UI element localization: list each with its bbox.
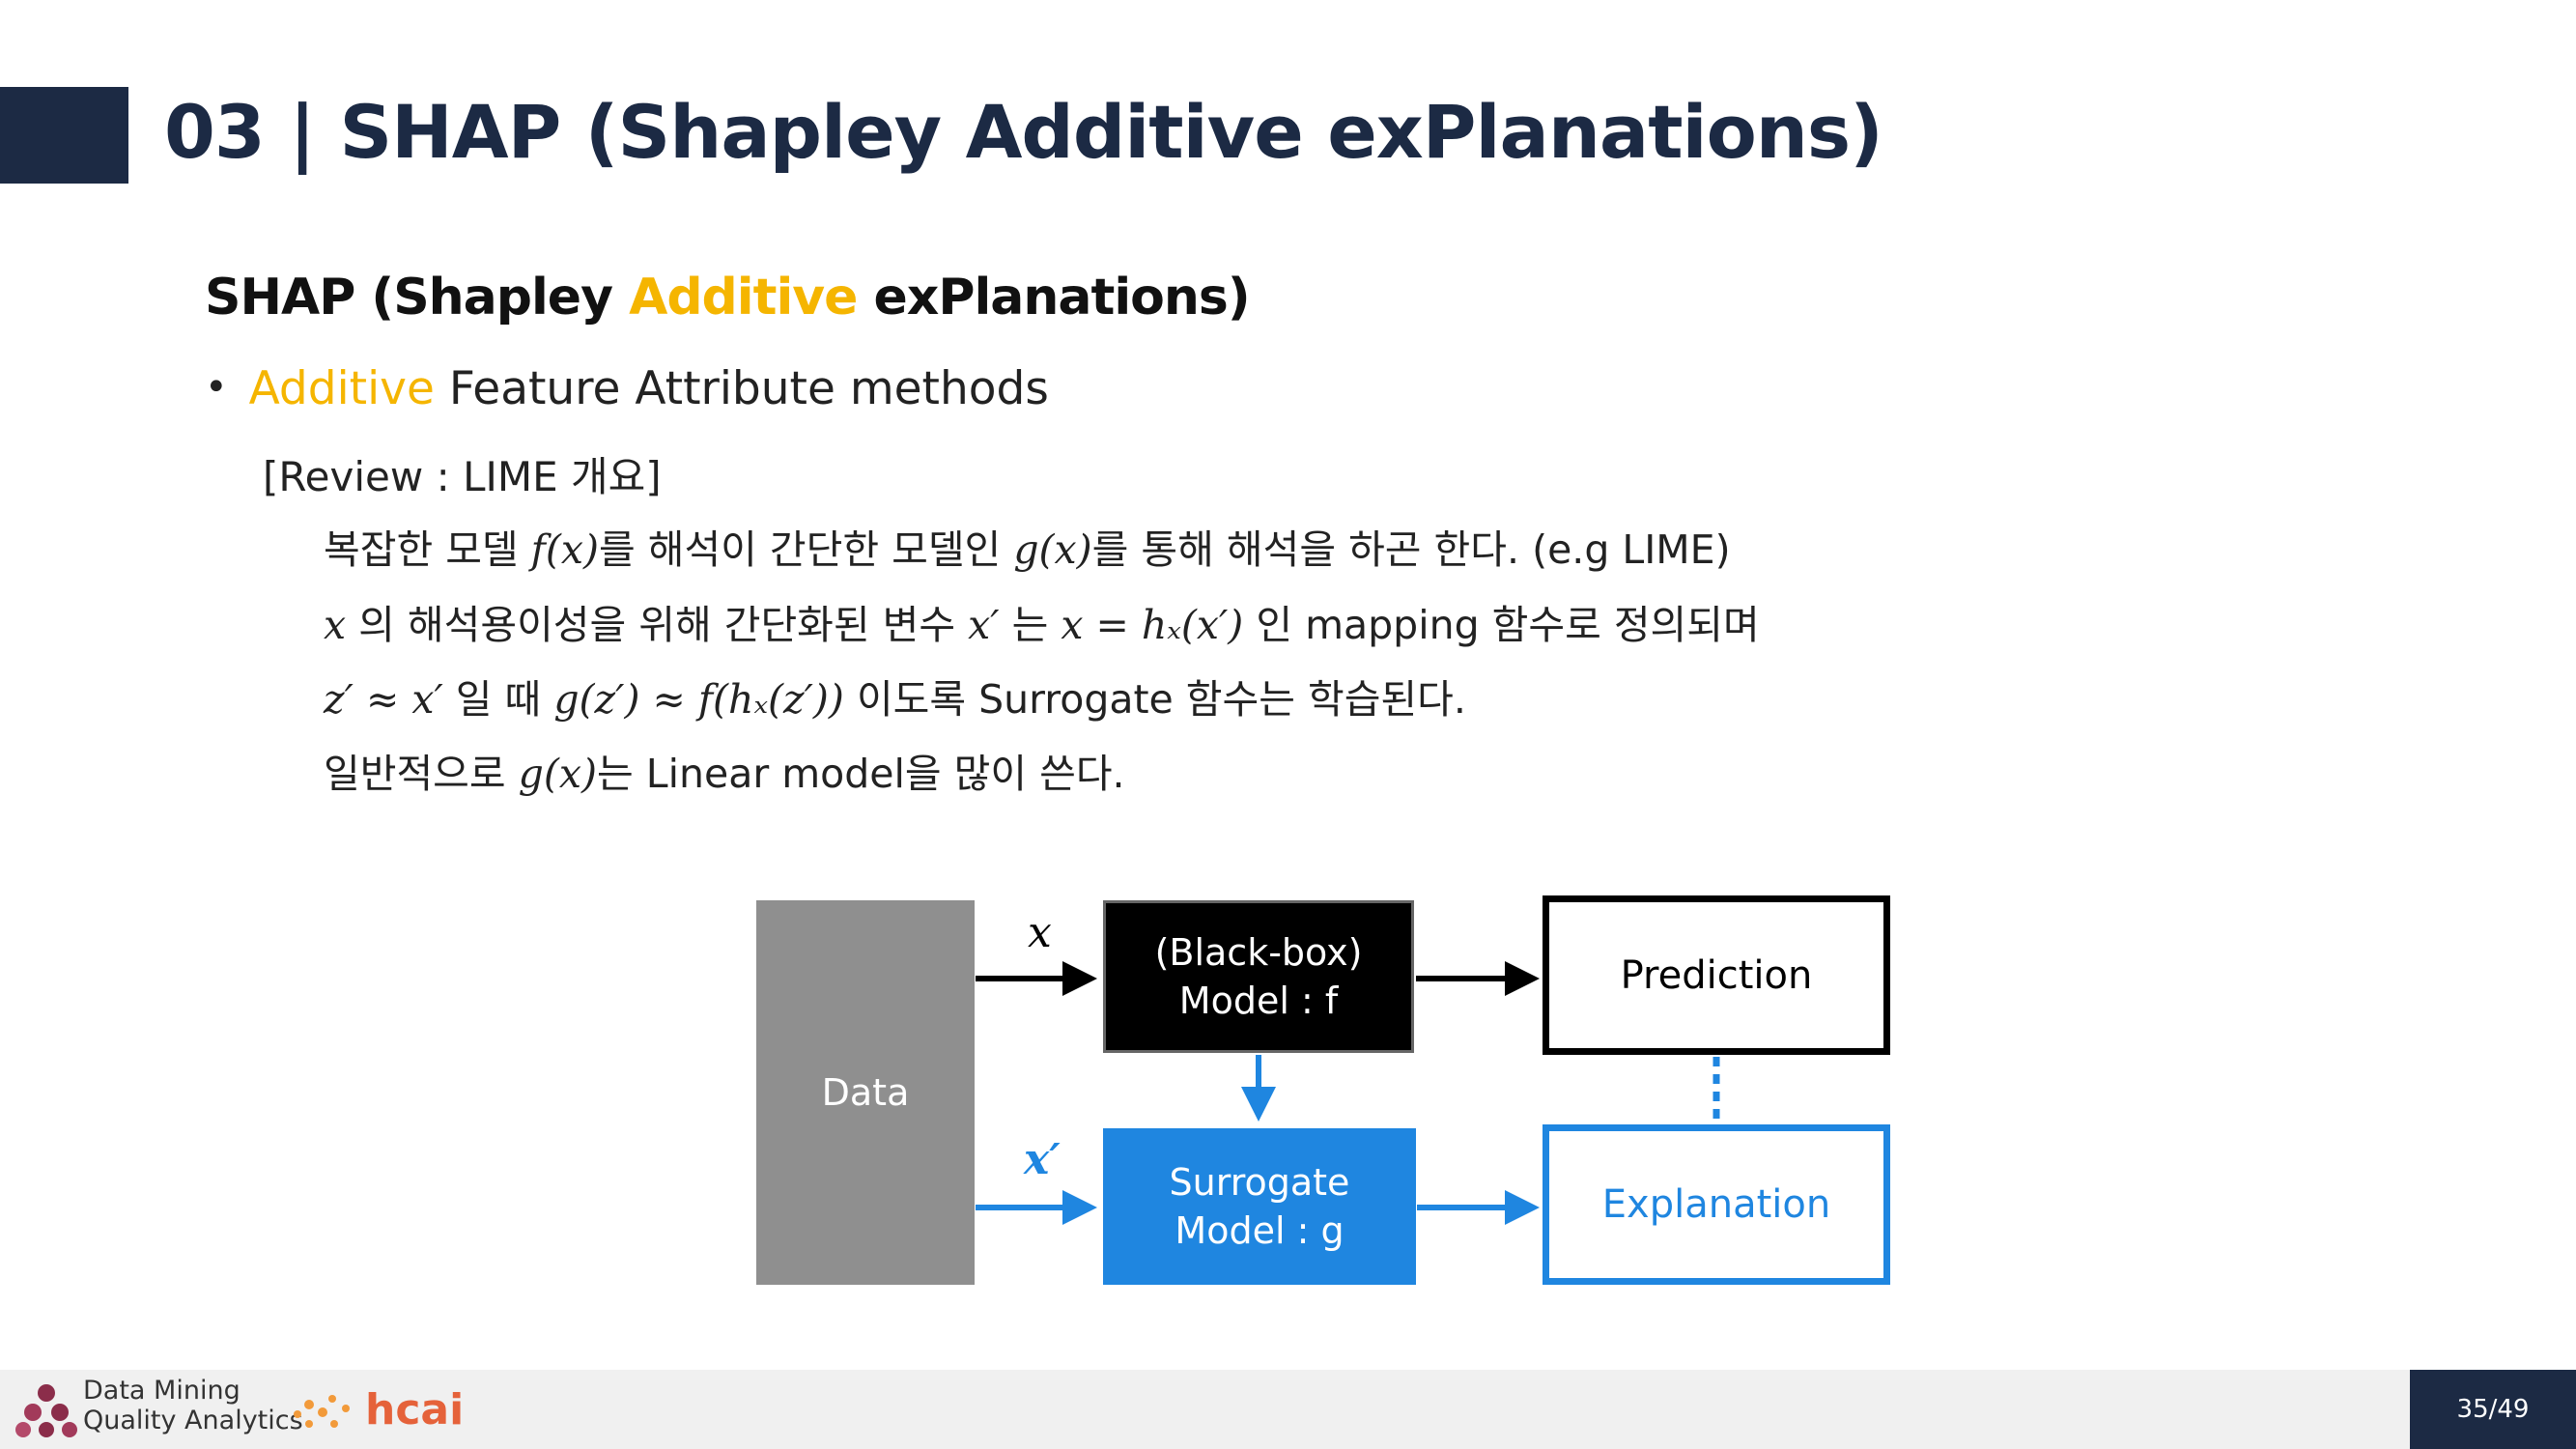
math-expression: g(x) [518,751,597,797]
line-text: 를 해석이 간단한 모델인 [598,526,1014,573]
math-expression: x [324,602,347,648]
line-text: 는 [999,602,1062,648]
body-line-2: x 의 해석용이성을 위해 간단화된 변수 x′ 는 x = hₓ(x′) 인 … [324,592,1760,650]
page-number: 35/49 [2410,1370,2576,1449]
slide-title: 03 | SHAP (Shapley Additive exPlanations… [164,89,1883,175]
blackbox-model-box: (Black-box) Model : f [1103,900,1414,1053]
footer-bar [0,1370,2576,1449]
math-expression: g(z′) ≈ f(hₓ(z′)) [553,676,844,723]
review-label: [Review : LIME 개요] [263,453,662,500]
subtitle-text-after: exPlanations) [857,269,1251,327]
dmqa-logo-text: Data Mining Quality Analytics [83,1376,303,1435]
dmqa-logo-icon [15,1384,77,1437]
bullet-item: • Additive Feature Attribute methods [205,362,1049,415]
prediction-box: Prediction [1543,895,1890,1055]
blackbox-line2: Model : f [1178,980,1339,1022]
hcai-logo-icon: hcai [294,1385,464,1435]
line-text: 일반적으로 [324,751,519,797]
subtitle-text-before: SHAP (Shapley [205,269,630,327]
body-line-4: 일반적으로 g(x)는 Linear model을 많이 쓴다. [324,741,1125,799]
body-line-1: 복잡한 모델 f(x)를 해석이 간단한 모델인 g(x)를 통해 해석을 하곤… [324,517,1731,575]
svg-text:hcai: hcai [365,1385,464,1435]
surrogate-line2: Model : g [1175,1209,1345,1252]
title-accent-bar [0,87,128,184]
line-text: 이도록 Surrogate 함수는 학습된다. [843,676,1466,723]
x-arrow-label: x [1028,908,1052,957]
dmqa-line2: Quality Analytics [83,1406,303,1435]
data-box: Data [756,900,975,1285]
body-line-3: z′ ≈ x′ 일 때 g(z′) ≈ f(hₓ(z′)) 이도록 Surrog… [324,667,1466,724]
bullet-text: Feature Attribute methods [434,362,1049,415]
math-expression: x = hₓ(x′) [1061,602,1244,648]
section-subtitle: SHAP (Shapley Additive exPlanations) [205,269,1251,327]
dmqa-line1: Data Mining [83,1376,241,1406]
math-expression: f(x) [530,526,599,573]
explanation-box: Explanation [1543,1124,1890,1285]
line-text: 복잡한 모델 [324,526,531,573]
diagram-connectors [976,961,1720,1225]
surrogate-model-box: Surrogate Model : g [1103,1128,1416,1285]
line-text: 를 통해 해석을 하곤 한다. (e.g LIME) [1091,526,1731,573]
xprime-arrow-label: x′ [1024,1135,1061,1184]
bullet-dot-icon: • [205,365,228,410]
math-expression: x′ [968,602,1000,648]
blackbox-line1: (Black-box) [1154,931,1363,974]
line-text: 는 Linear model을 많이 쓴다. [597,751,1125,797]
subtitle-accent-word: Additive [629,269,858,327]
math-expression: g(x) [1013,526,1092,573]
math-expression: z′ ≈ x′ [324,676,443,723]
line-text: 일 때 [442,676,554,723]
line-text: 의 해석용이성을 위해 간단화된 변수 [346,602,969,648]
surrogate-line1: Surrogate [1169,1161,1350,1204]
line-text: 인 mapping 함수로 정의되며 [1243,602,1760,648]
bullet-accent-word: Additive [248,362,435,415]
